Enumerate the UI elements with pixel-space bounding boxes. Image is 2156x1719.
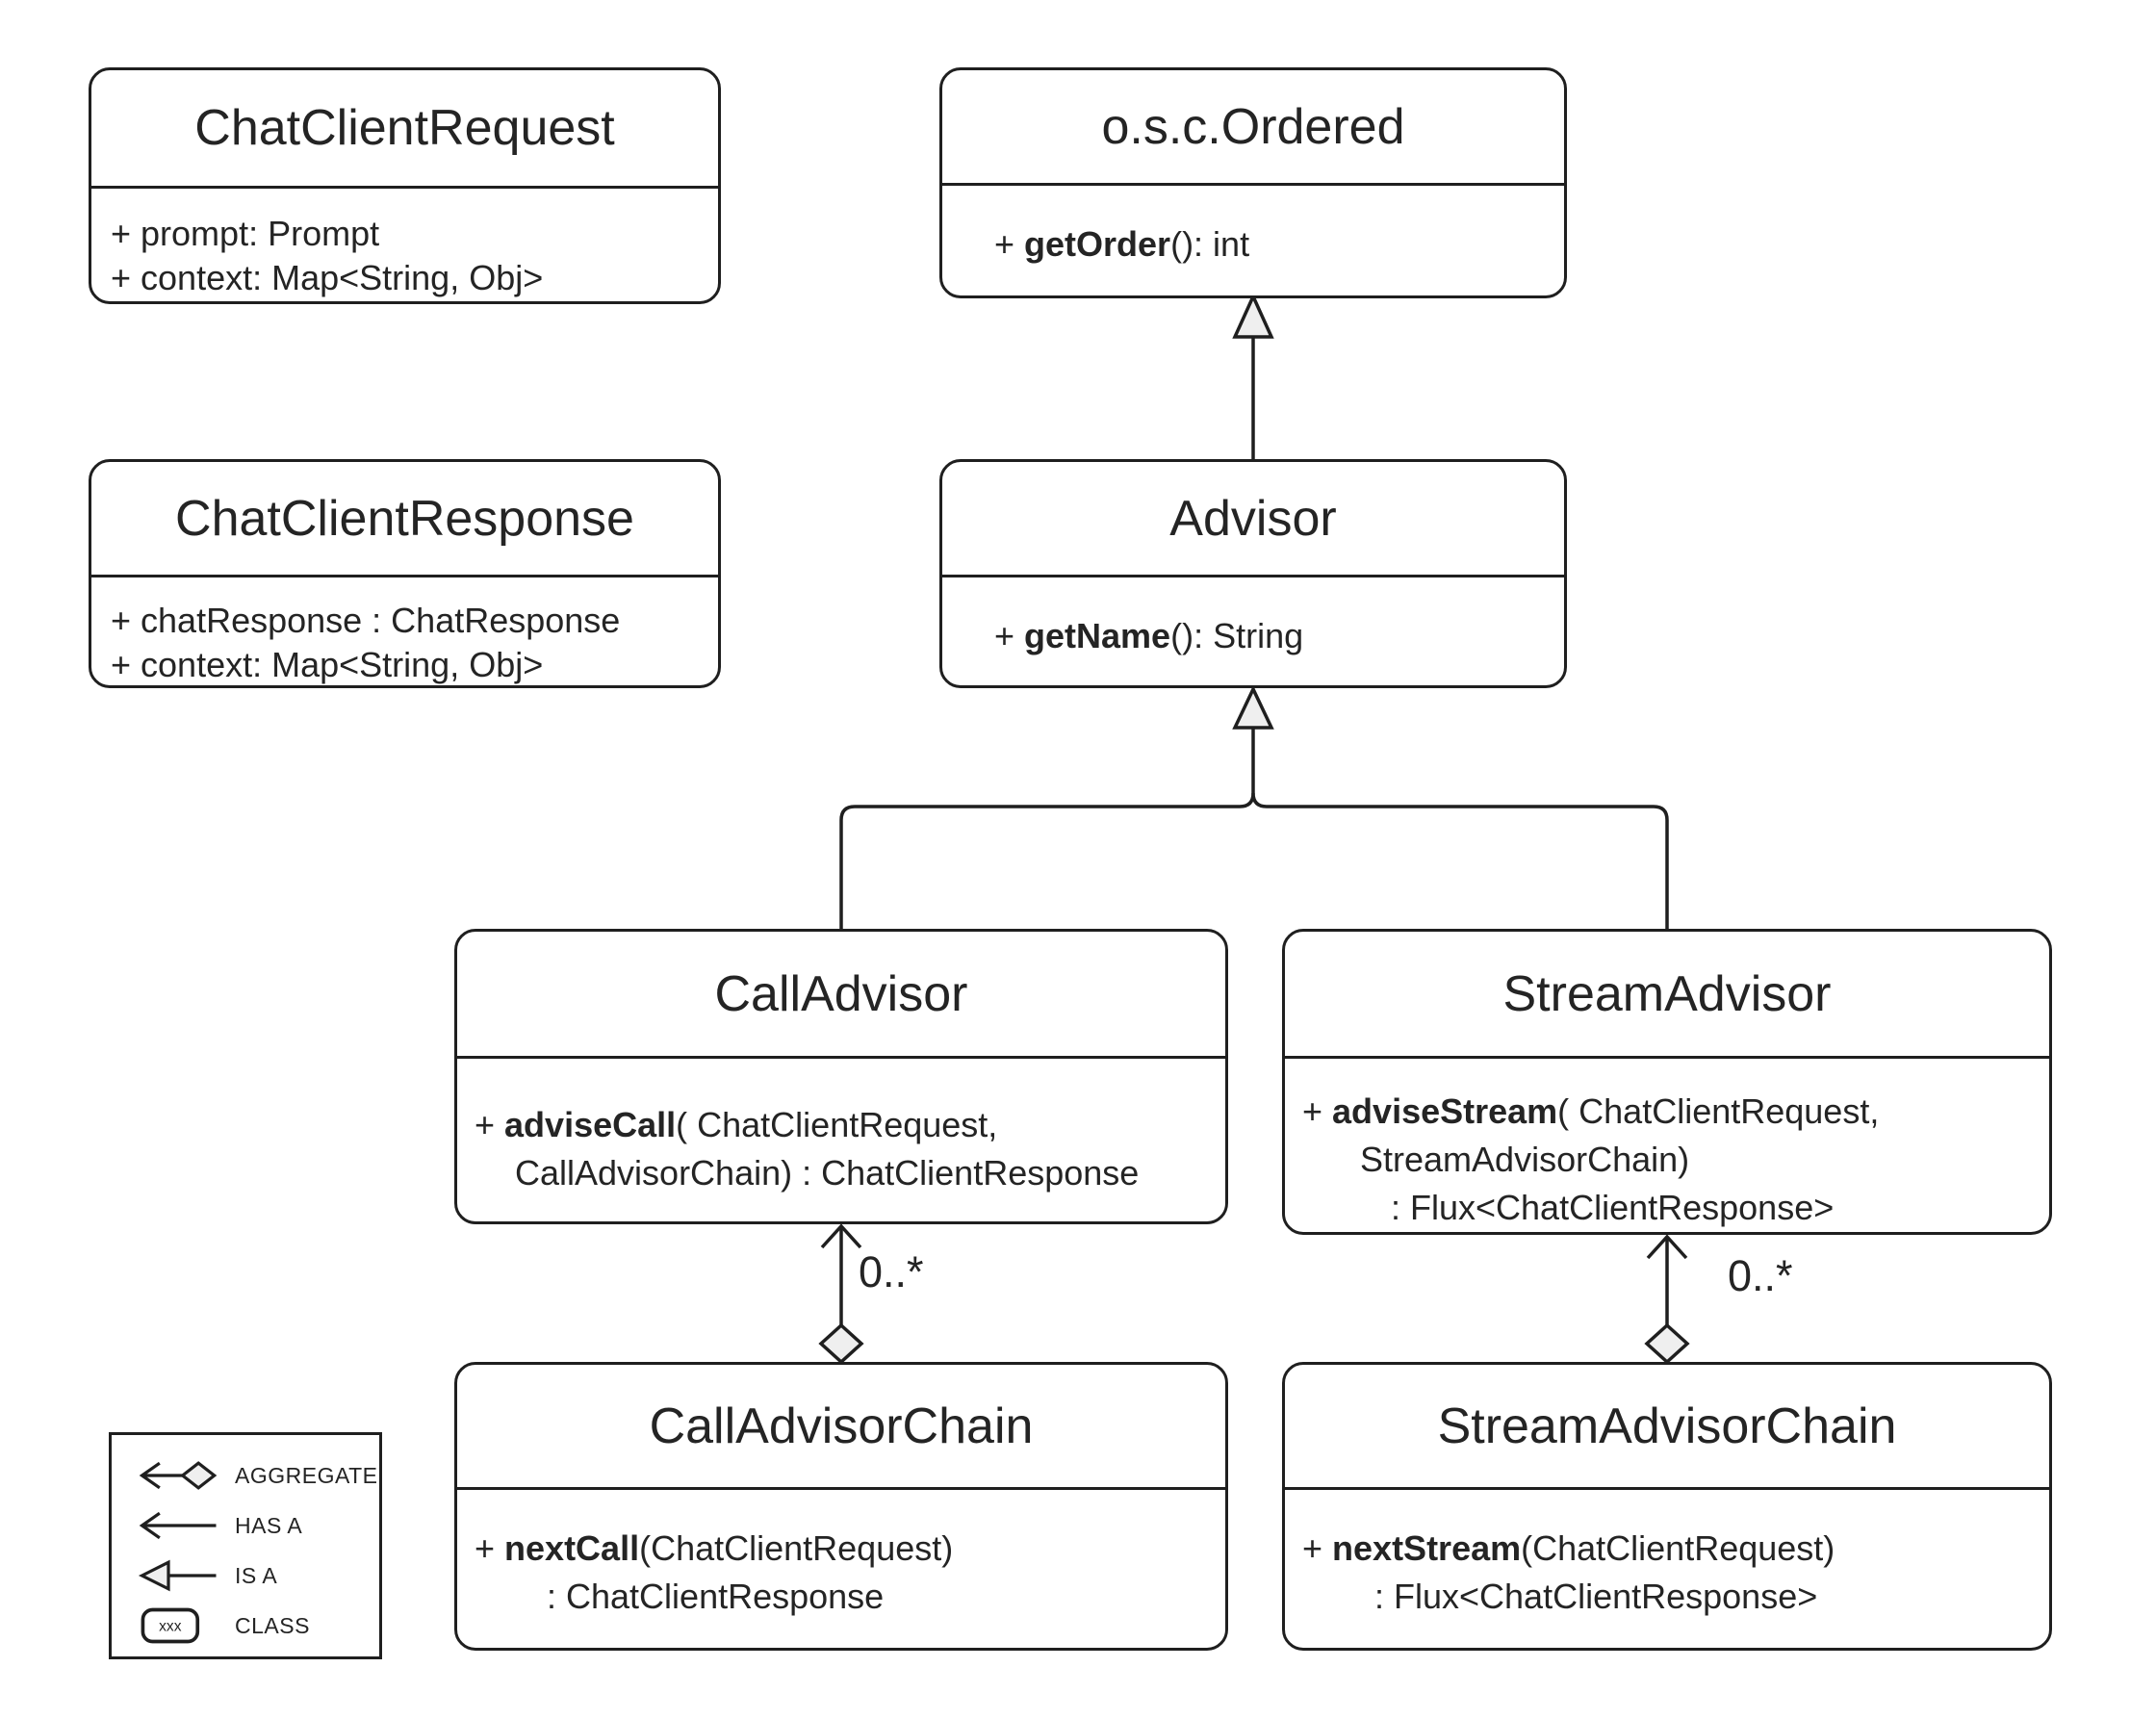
class-title-stream-advisor: StreamAdvisor bbox=[1285, 932, 2049, 1059]
class-members-stream-advisor: + adviseStream( ChatClientRequest, Strea… bbox=[1285, 1059, 2049, 1232]
has-a-arrow-icon bbox=[139, 1511, 217, 1540]
class-members-chat-client-request: + prompt: Prompt + context: Map<String, … bbox=[91, 189, 718, 300]
member-advise-stream-return: : Flux<ChatClientResponse> bbox=[1391, 1188, 1835, 1227]
class-box-call-advisor-chain: CallAdvisorChain + nextCall(ChatClientRe… bbox=[454, 1362, 1228, 1651]
member-chat-response: + chatResponse : ChatResponse bbox=[111, 601, 621, 640]
is-a-branch-stream-advisor bbox=[1251, 792, 1669, 932]
member-next-call-return: : ChatClientResponse bbox=[547, 1577, 885, 1616]
class-title-call-advisor-chain: CallAdvisorChain bbox=[457, 1365, 1225, 1490]
svg-text:xxx: xxx bbox=[159, 1619, 182, 1635]
class-box-chat-client-response: ChatClientResponse + chatResponse : Chat… bbox=[89, 459, 721, 688]
member-next-stream-return: : Flux<ChatClientResponse> bbox=[1374, 1577, 1818, 1616]
has-a-arrowhead-call bbox=[820, 1223, 862, 1249]
legend-item-is-a: IS A bbox=[137, 1551, 379, 1601]
legend-item-aggregate: AGGREGATE bbox=[137, 1450, 379, 1501]
class-members-ordered: + getOrder(): int bbox=[942, 186, 1564, 267]
class-box-advisor: Advisor + getName(): String bbox=[939, 459, 1567, 688]
member-advise-stream-continuation: StreamAdvisorChain) bbox=[1360, 1140, 1690, 1179]
class-title-ordered: o.s.c.Ordered bbox=[942, 70, 1564, 186]
class-box-call-advisor: CallAdvisor + adviseCall( ChatClientRequ… bbox=[454, 929, 1228, 1224]
is-a-triangle-ordered bbox=[1232, 292, 1274, 339]
class-members-stream-advisor-chain: + nextStream(ChatClientRequest) : Flux<C… bbox=[1285, 1490, 2049, 1621]
class-title-advisor: Advisor bbox=[942, 462, 1564, 577]
is-a-branch-call-advisor bbox=[839, 728, 1255, 932]
legend-label-aggregate: AGGREGATE bbox=[235, 1462, 378, 1488]
has-a-arrowhead-stream bbox=[1646, 1234, 1688, 1260]
legend-item-has-a: HAS A bbox=[137, 1501, 379, 1551]
class-members-call-advisor-chain: + nextCall(ChatClientRequest) : ChatClie… bbox=[457, 1490, 1225, 1621]
legend-label-is-a: IS A bbox=[235, 1562, 278, 1588]
member-context: + context: Map<String, Obj> bbox=[111, 258, 544, 297]
member-context: + context: Map<String, Obj> bbox=[111, 645, 544, 684]
member-get-order: + getOrder(): int bbox=[994, 224, 1250, 264]
legend-item-class: xxx CLASS bbox=[137, 1601, 379, 1651]
class-members-call-advisor: + adviseCall( ChatClientRequest, CallAdv… bbox=[457, 1059, 1225, 1197]
class-box-ordered: o.s.c.Ordered + getOrder(): int bbox=[939, 67, 1567, 298]
member-next-stream: + nextStream(ChatClientRequest) bbox=[1302, 1528, 1835, 1568]
is-a-triangle-advisor bbox=[1232, 684, 1274, 730]
class-members-chat-client-response: + chatResponse : ChatResponse + context:… bbox=[91, 577, 718, 687]
class-title-call-advisor: CallAdvisor bbox=[457, 932, 1225, 1059]
legend-label-has-a: HAS A bbox=[235, 1512, 303, 1538]
member-get-name: + getName(): String bbox=[994, 616, 1304, 655]
class-box-chat-client-request: ChatClientRequest + prompt: Prompt + con… bbox=[89, 67, 721, 304]
member-advise-stream: + adviseStream( ChatClientRequest, bbox=[1302, 1091, 1880, 1131]
member-advise-call-continuation: CallAdvisorChain) : ChatClientResponse bbox=[515, 1153, 1140, 1193]
member-next-call: + nextCall(ChatClientRequest) bbox=[475, 1528, 954, 1568]
legend-label-class: CLASS bbox=[235, 1612, 310, 1638]
aggregate-diamond-stream bbox=[1644, 1322, 1690, 1365]
class-shape-icon: xxx bbox=[141, 1607, 200, 1644]
class-title-chat-client-response: ChatClientResponse bbox=[91, 462, 718, 577]
multiplicity-label-stream: 0..* bbox=[1728, 1251, 1793, 1300]
class-title-stream-advisor-chain: StreamAdvisorChain bbox=[1285, 1365, 2049, 1490]
member-prompt: + prompt: Prompt bbox=[111, 214, 380, 253]
class-title-chat-client-request: ChatClientRequest bbox=[91, 70, 718, 189]
aggregate-arrow-icon bbox=[139, 1461, 218, 1490]
is-a-arrow-icon bbox=[138, 1559, 217, 1592]
multiplicity-label-call: 0..* bbox=[859, 1247, 924, 1296]
member-advise-call: + adviseCall( ChatClientRequest, bbox=[475, 1105, 998, 1144]
aggregate-diamond-call bbox=[818, 1322, 864, 1365]
class-box-stream-advisor: StreamAdvisor + adviseStream( ChatClient… bbox=[1282, 929, 2052, 1235]
class-members-advisor: + getName(): String bbox=[942, 577, 1564, 658]
legend: AGGREGATE HAS A IS A xxx CLASS bbox=[109, 1432, 382, 1659]
class-box-stream-advisor-chain: StreamAdvisorChain + nextStream(ChatClie… bbox=[1282, 1362, 2052, 1651]
